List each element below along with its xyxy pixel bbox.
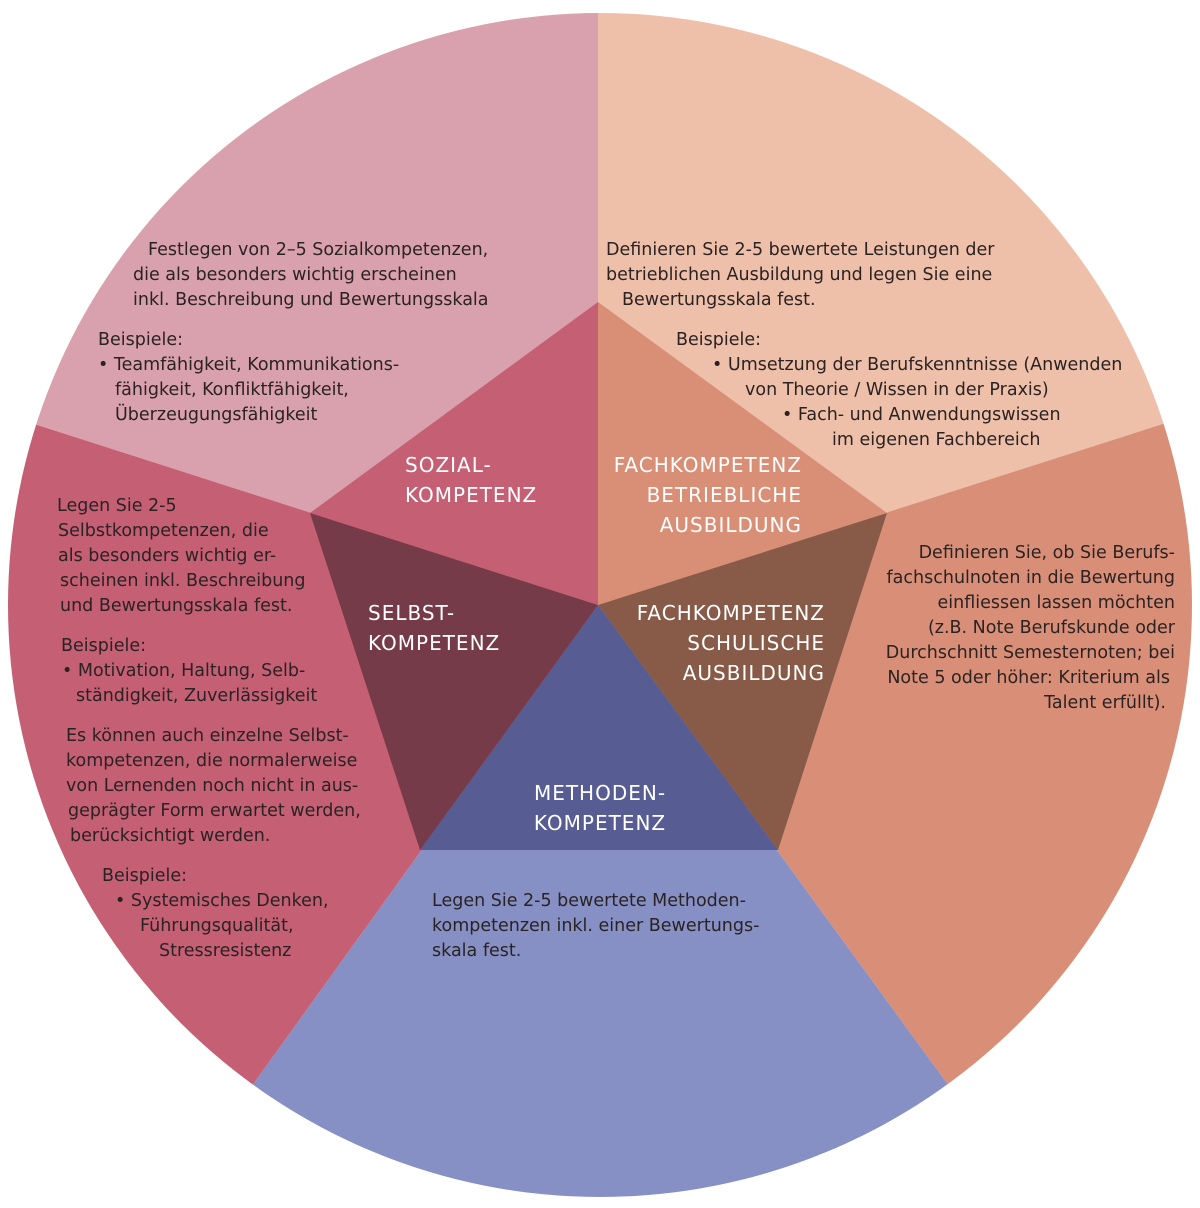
selbst-example2: Stressresistenz	[159, 941, 291, 961]
sozial-examples-heading: Beispiele:	[98, 330, 183, 350]
fach-betrieblich-label: BETRIEBLICHE	[647, 483, 802, 507]
methoden-outer-sector	[164, 605, 1038, 1197]
fach-betrieblich-examples-heading: Beispiele:	[676, 330, 761, 350]
fach-schulisch-label: AUSBILDUNG	[683, 661, 825, 685]
fach-betrieblich-inner-triangle	[598, 302, 887, 605]
fach-betrieblich-example: im eigenen Fachbereich	[832, 430, 1040, 450]
sozial-label: SOZIAL-	[405, 453, 492, 477]
fach-schulisch-description: Definieren Sie, ob Sie Berufs-	[919, 543, 1175, 563]
sozial-label: KOMPETENZ	[405, 483, 537, 507]
selbst-example2: Führungsqualität,	[140, 916, 294, 936]
fach-betrieblich-example: von Theorie / Wissen in der Praxis)	[745, 380, 1049, 400]
sozial-description: Festlegen von 2–5 Sozialkompetenzen,	[148, 240, 488, 260]
methoden-inner-triangle	[420, 605, 778, 850]
methoden-description: kompetenzen inkl. einer Bewertungs-	[432, 916, 759, 936]
methoden-label: KOMPETENZ	[534, 811, 666, 835]
selbst-note: von Lernenden noch nicht in aus-	[66, 776, 358, 796]
fach-schulisch-description: Note 5 oder höher: Kriterium als	[887, 668, 1170, 688]
selbst-description: und Bewertungsskala fest.	[60, 596, 292, 616]
sozial-example: fähigkeit, Konfliktfähigkeit,	[115, 380, 349, 400]
sozial-description: inkl. Beschreibung und Bewertungsskala	[133, 290, 489, 310]
fach-betrieblich-description: Definieren Sie 2-5 bewertete Leistungen …	[606, 240, 995, 260]
selbst-example: • Motivation, Haltung, Selb-	[62, 661, 305, 681]
selbst-description: Legen Sie 2-5	[57, 496, 177, 516]
selbst-note: geprägter Form erwartet werden,	[68, 801, 361, 821]
selbst-example2: • Systemisches Denken,	[115, 891, 329, 911]
fach-betrieblich-description: Bewertungsskala fest.	[622, 290, 816, 310]
selbst-description: als besonders wichtig er-	[58, 546, 276, 566]
selbst-note: berücksichtigt werden.	[70, 826, 270, 846]
selbst-example: ständigkeit, Zuverlässigkeit	[76, 686, 317, 706]
fach-schulisch-label: SCHULISCHE	[687, 631, 825, 655]
sozial-example: Überzeugungsfähigkeit	[115, 403, 318, 425]
fach-schulisch-inner-triangle	[598, 513, 887, 850]
methoden-description: Legen Sie 2-5 bewertete Methoden-	[432, 891, 746, 911]
fach-betrieblich-example: • Umsetzung der Berufskenntnisse (Anwend…	[712, 355, 1122, 375]
methoden-label: METHODEN-	[534, 781, 666, 805]
selbst-examples-heading: Beispiele:	[61, 636, 146, 656]
sozial-inner-triangle	[310, 302, 598, 605]
sozial-description: die als besonders wichtig erscheinen	[133, 265, 457, 285]
selbst-description: Selbstkompetenzen, die	[58, 521, 269, 541]
fach-schulisch-label: FACHKOMPETENZ	[637, 601, 825, 625]
selbst-label: SELBST-	[368, 601, 455, 625]
fach-schulisch-description: Durchschnitt Semesternoten; bei	[886, 643, 1175, 663]
selbst-note: kompetenzen, die normalerweise	[66, 751, 357, 771]
fach-schulisch-description: Talent erfüllt).	[1043, 693, 1166, 713]
selbst-description: scheinen inkl. Beschreibung	[60, 571, 306, 591]
fach-schulisch-description: fachschulnoten in die Bewertung	[887, 568, 1175, 588]
fach-betrieblich-label: FACHKOMPETENZ	[614, 453, 802, 477]
methoden-description: skala fest.	[432, 941, 521, 961]
selbst-label: KOMPETENZ	[368, 631, 500, 655]
fach-betrieblich-label: AUSBILDUNG	[660, 513, 802, 537]
selbst-inner-triangle	[310, 513, 598, 850]
fach-schulisch-description: (z.B. Note Berufskunde oder	[928, 618, 1176, 638]
fach-schulisch-description: einfliessen lassen möchten	[938, 593, 1175, 613]
selbst-examples2-heading: Beispiele:	[102, 866, 187, 886]
selbst-note: Es können auch einzelne Selbst-	[66, 726, 349, 746]
fach-betrieblich-description: betrieblichen Ausbildung und legen Sie e…	[606, 265, 992, 285]
sozial-example: • Teamfähigkeit, Kommunikations-	[98, 355, 399, 375]
fach-betrieblich-example: • Fach- und Anwendungswissen	[782, 405, 1061, 425]
